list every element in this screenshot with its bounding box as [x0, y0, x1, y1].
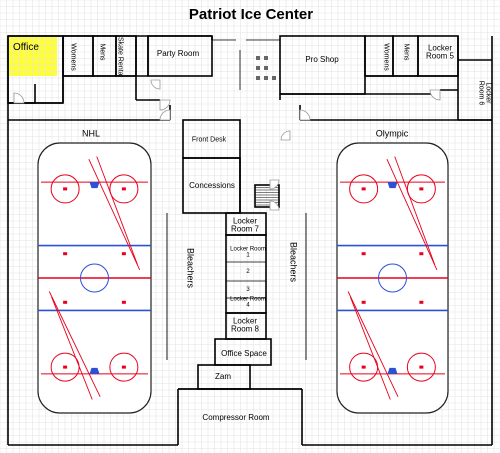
sightline — [386, 159, 438, 271]
room-compressor[interactable]: Compressor Room — [202, 412, 270, 422]
room-zam[interactable]: Zam — [215, 371, 231, 381]
neutral-dot — [121, 252, 126, 256]
room-locker-5[interactable]: Locker Room 5 — [425, 43, 454, 61]
sightline — [349, 296, 391, 400]
page-title: Patriot Ice Center — [188, 6, 314, 24]
door-swing-icon — [150, 79, 161, 90]
faceoff-circle — [109, 174, 139, 204]
sightline — [394, 156, 436, 265]
display-rack-icon — [264, 66, 268, 70]
goal-crease — [89, 367, 100, 374]
faceoff-dot — [361, 187, 366, 191]
center-circle — [378, 263, 407, 293]
neutral-dot — [419, 300, 424, 304]
room-concessions[interactable]: Concessions — [189, 180, 235, 190]
sightline — [347, 291, 399, 397]
goal-crease — [387, 367, 398, 374]
room-office-space[interactable]: Office Space — [221, 348, 267, 358]
bleachers-right: Bleachers — [288, 241, 299, 283]
room-locker-6[interactable]: Locker Room 6 — [477, 80, 492, 106]
room-skate-rental[interactable]: Skate Rental — [116, 36, 124, 78]
room-front-desk[interactable]: Front Desk — [191, 136, 227, 144]
room-mens-right[interactable]: Mens — [402, 43, 410, 61]
faceoff-dot — [419, 187, 424, 191]
neutral-dot — [63, 300, 68, 304]
display-rack-icon — [264, 56, 268, 60]
display-rack-icon — [272, 76, 276, 80]
room-pro-shop[interactable]: Pro Shop — [305, 54, 339, 64]
door-swing-icon — [269, 200, 280, 211]
room-locker-8[interactable]: Locker Room 8 — [230, 316, 259, 334]
neutral-dot — [361, 300, 366, 304]
goal-crease — [387, 182, 398, 189]
faceoff-dot — [121, 187, 126, 191]
office-highlight — [9, 36, 57, 76]
room-party-room[interactable]: Party Room — [156, 48, 200, 58]
faceoff-circle — [50, 174, 80, 204]
display-rack-icon — [264, 76, 268, 80]
neutral-dot — [419, 252, 424, 256]
faceoff-dot — [63, 365, 68, 369]
sightline — [48, 291, 101, 397]
faceoff-dot — [121, 365, 126, 369]
door-swing-icon — [429, 89, 441, 101]
display-rack-icon — [256, 76, 260, 80]
room-womens-left[interactable]: Womens — [69, 43, 77, 71]
neutral-dot — [121, 300, 126, 304]
faceoff-circle — [406, 352, 436, 382]
door-swing-icon — [280, 130, 291, 141]
room-womens-right[interactable]: Womens — [382, 43, 390, 71]
faceoff-dot — [419, 365, 424, 369]
faceoff-dot — [361, 365, 366, 369]
display-rack-icon — [256, 66, 260, 70]
room-locker-4[interactable]: Locker Room 4 — [230, 296, 266, 309]
door-swing-icon — [299, 109, 311, 121]
faceoff-circle — [406, 174, 436, 204]
sightline — [96, 156, 138, 265]
room-locker-3[interactable]: 3 — [246, 286, 250, 293]
room-mens-left[interactable]: Mens — [98, 43, 106, 61]
faceoff-circle — [349, 174, 379, 204]
sightline — [51, 296, 93, 400]
neutral-dot — [63, 252, 68, 256]
faceoff-dot — [63, 187, 68, 191]
bleachers-left: Bleachers — [185, 247, 196, 289]
rink-name-olympic: Olympic — [375, 128, 409, 139]
neutral-dot — [361, 252, 366, 256]
room-office[interactable]: Office — [13, 42, 39, 53]
room-locker-2[interactable]: 2 — [246, 268, 250, 275]
door-swing-icon — [13, 92, 25, 104]
party-room-outline — [147, 35, 213, 77]
room-locker-1[interactable]: Locker Room 1 — [230, 246, 266, 259]
door-swing-icon — [159, 109, 171, 121]
door-swing-icon — [269, 179, 280, 190]
door-swing-icon — [159, 99, 171, 111]
faceoff-circle — [109, 352, 139, 382]
rink-name-nhl: NHL — [81, 128, 101, 139]
sightline — [88, 159, 141, 271]
goal-crease — [89, 182, 100, 189]
display-rack-icon — [256, 56, 260, 60]
center-circle — [80, 263, 109, 293]
room-locker-7[interactable]: Locker Room 7 — [230, 216, 259, 234]
